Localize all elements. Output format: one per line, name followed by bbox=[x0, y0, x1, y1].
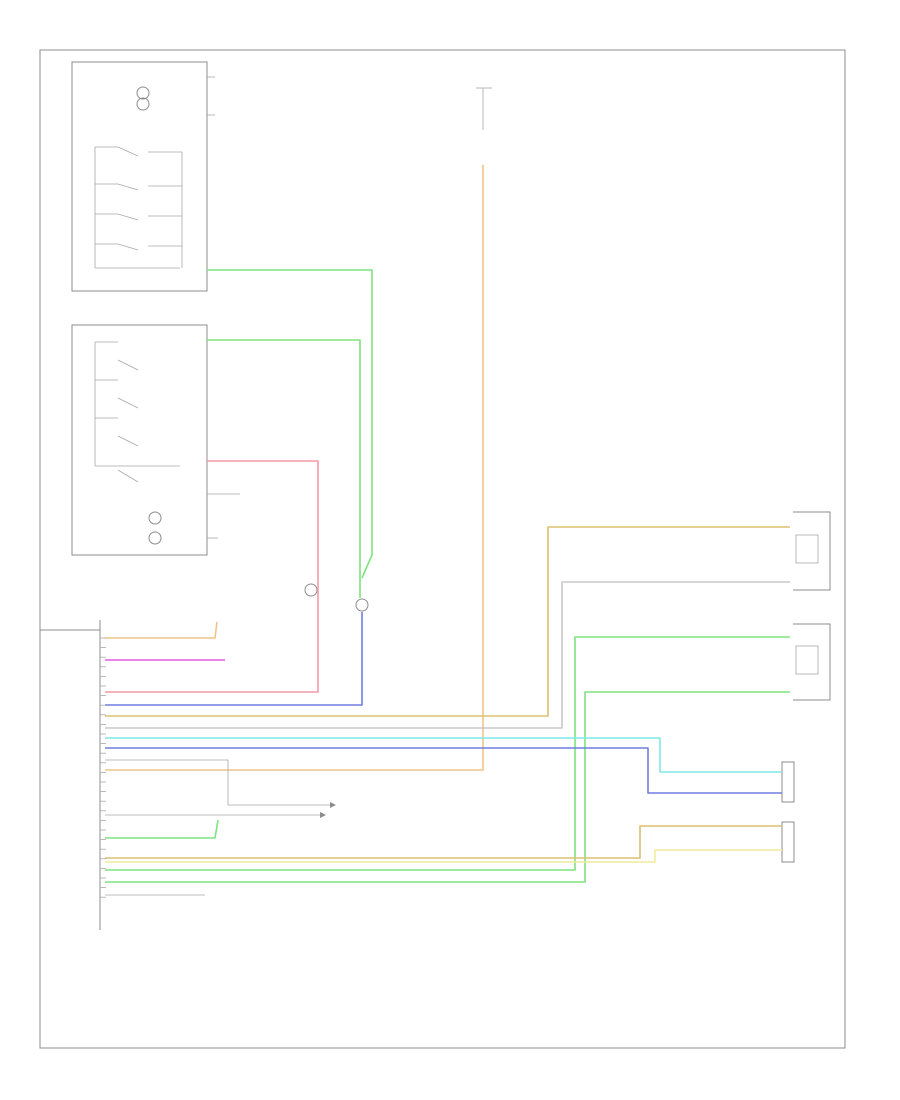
wire-cyan-right-rear bbox=[105, 737, 782, 773]
wire-gray-left-front bbox=[105, 581, 790, 729]
module-pin-ticks bbox=[100, 637, 106, 898]
left-rear-speaker bbox=[781, 821, 795, 863]
right-steering-wheel-switch bbox=[71, 324, 240, 556]
left-steering-wheel-switch bbox=[71, 61, 215, 292]
diagram-frame bbox=[39, 49, 846, 1049]
wire-red bbox=[105, 460, 319, 693]
clockspring-icon bbox=[304, 583, 318, 597]
wire-blue-right-rear bbox=[105, 747, 782, 794]
wires bbox=[105, 165, 790, 883]
fuse-block bbox=[476, 87, 492, 130]
wire-orange-short bbox=[105, 621, 218, 639]
wire-yellow-left-rear bbox=[105, 849, 782, 863]
wire-blue bbox=[105, 612, 363, 706]
backlight-lamp-icon bbox=[136, 86, 150, 100]
wire-green-right-front-b bbox=[105, 691, 790, 883]
backlight-lamp-icon-3 bbox=[148, 511, 162, 525]
wire-green-top-switch bbox=[207, 269, 373, 579]
right-front-speaker bbox=[793, 623, 831, 701]
wire-green-right-front-a bbox=[105, 636, 790, 871]
left-front-speaker bbox=[793, 511, 831, 591]
backlight-lamp-icon-2 bbox=[136, 97, 150, 111]
wire-green-bottom-switch bbox=[207, 339, 361, 598]
clockspring-icon-2 bbox=[355, 598, 369, 612]
wire-orange-fuse bbox=[105, 165, 484, 771]
backlight-lamp-icon-4 bbox=[148, 531, 162, 545]
ground-circuits bbox=[105, 759, 336, 896]
clockspring bbox=[304, 583, 369, 612]
switch-contacts bbox=[117, 146, 182, 251]
wire-tan-left-front bbox=[105, 526, 790, 717]
right-rear-speaker bbox=[781, 761, 795, 803]
wire-tan-left-rear bbox=[105, 825, 782, 859]
wire-green-steering-lamp bbox=[105, 819, 219, 839]
radio-module bbox=[40, 620, 101, 930]
